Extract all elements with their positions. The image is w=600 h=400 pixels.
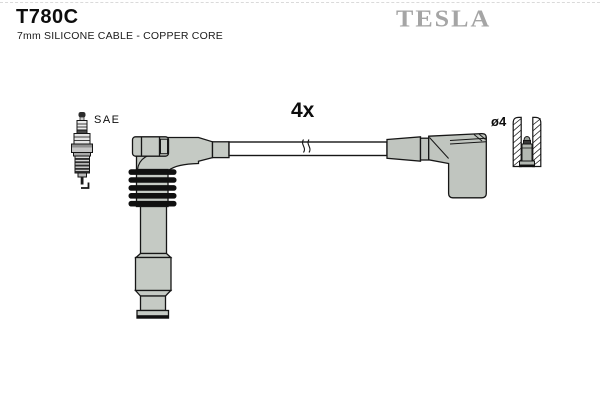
sae-label: SAE [94,114,121,126]
quantity-label: 4x [291,99,315,122]
cable-icon [228,139,388,157]
part-description: 7mm SILICONE CABLE - COPPER CORE [17,30,223,42]
top-dashed-border [0,2,600,3]
plug-end-boot-icon [386,132,487,199]
part-number: T780C [16,6,79,28]
coil-end-boot-icon [128,136,230,319]
brand-logo: TESLA [396,4,492,33]
terminal-cross-section-icon [512,116,542,168]
spark-plug-icon [71,112,93,189]
diameter-label: ø4 [491,114,507,129]
cable-break-mark [301,139,306,153]
